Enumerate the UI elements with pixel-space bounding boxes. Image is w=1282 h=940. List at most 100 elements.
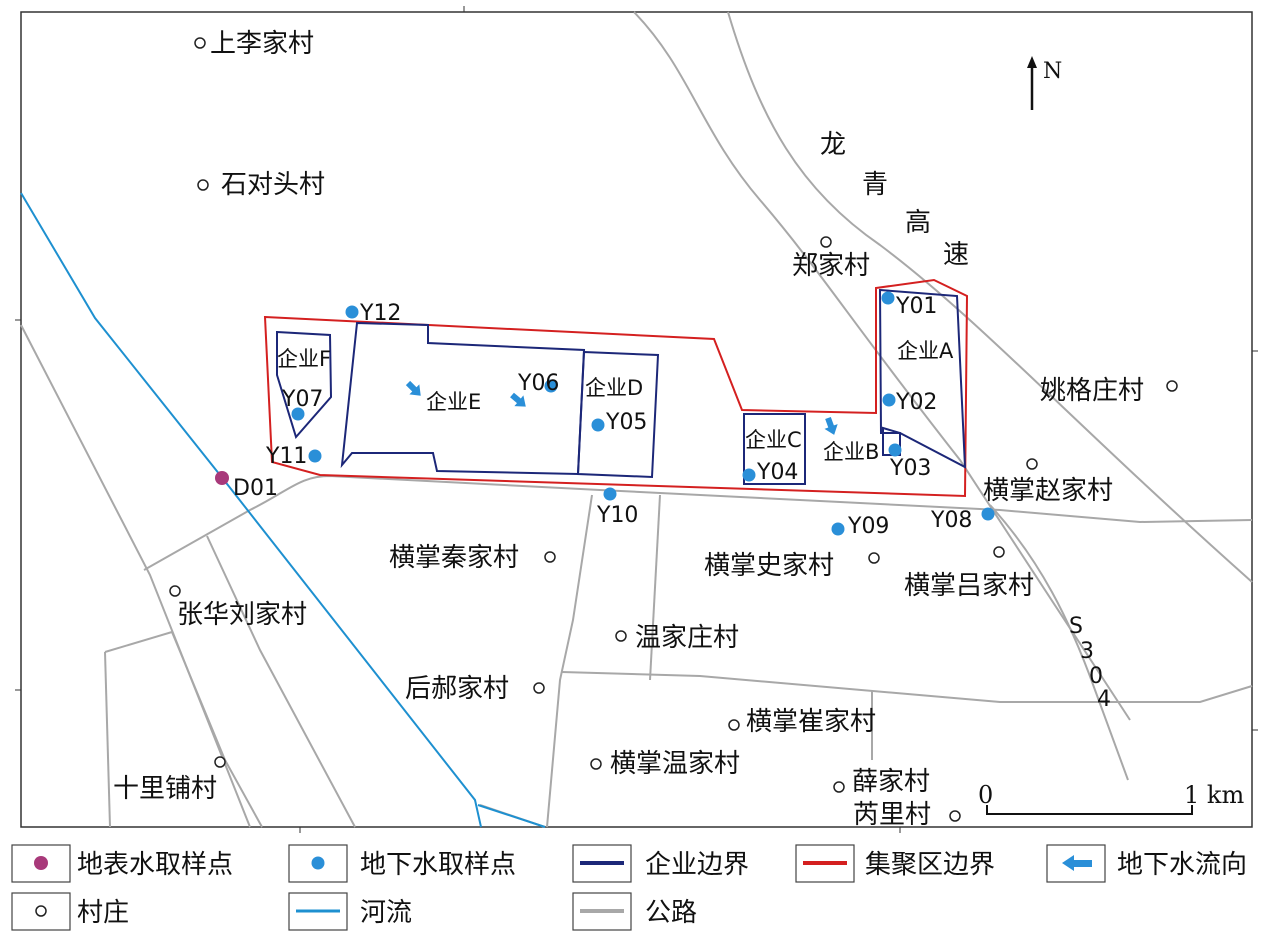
sample-label: Y01: [895, 294, 937, 319]
village-label: 十里铺村: [113, 774, 217, 804]
enterprise-d-label: 企业D: [585, 376, 643, 400]
village-label: 横掌吕家村: [904, 571, 1034, 601]
village-marker-icon: [1026, 458, 1038, 470]
legend-label-enterprise-boundary: 企业边界: [645, 850, 749, 880]
sample-label: D01: [233, 476, 278, 501]
legend-label-flow-direction: 地下水流向: [1117, 850, 1247, 880]
road-central-1: [546, 494, 593, 828]
enterprise-c-boundary: [743, 413, 806, 485]
route-char: S: [1069, 614, 1083, 639]
flow-arrow-icon: [1062, 855, 1092, 871]
village-label: 横掌崔家村: [746, 707, 876, 737]
scale-end-label: 1 km: [1184, 781, 1244, 809]
groundwater-point-icon: [345, 305, 359, 319]
enterprise-f-boundary: [276, 330, 333, 440]
groundwater-point-icon: [882, 393, 896, 407]
north-label: N: [1043, 59, 1062, 84]
highway-char: 速: [943, 240, 969, 270]
enterprise-boundaries: [276, 288, 967, 485]
sample-y10: Y10: [596, 487, 638, 528]
village-13: 横掌温家村: [590, 749, 740, 779]
village-marker-icon: [820, 236, 832, 248]
village-marker-icon: [949, 810, 961, 822]
road-s304: [989, 504, 1129, 781]
highway-char: 青: [862, 170, 888, 200]
village-marker-icon: [1166, 380, 1178, 392]
road-central-2: [649, 494, 661, 681]
groundwater-point-icon: [291, 407, 305, 421]
village-marker-icon: [993, 546, 1005, 558]
village-9: 张华刘家村: [169, 585, 307, 630]
village-label: 姚格庄村: [1040, 376, 1144, 406]
sample-label: Y09: [847, 514, 889, 539]
enterprise-a-boundary: [878, 288, 967, 469]
groundwater-point-icon: [591, 418, 605, 432]
sample-label: Y06: [517, 371, 559, 396]
enterprise-b-boundary: [882, 426, 901, 456]
groundwater-point-icon: [311, 856, 325, 870]
sample-y12: Y12: [345, 301, 401, 326]
enterprise-e-boundary: [340, 321, 586, 476]
legend: 地表水取样点 地下水取样点 企业边界 集聚区边界 地下水流向 村庄 河流 公路: [11, 844, 1247, 931]
roads: [20, 11, 1253, 828]
village-label: 横掌秦家村: [389, 543, 519, 573]
groundwater-point-icon: [603, 487, 617, 501]
sample-y06: Y06: [517, 371, 559, 396]
village-marker-icon: [533, 682, 545, 694]
village-label: 横掌史家村: [704, 551, 834, 581]
highway-label: 龙 青 高 速: [820, 130, 969, 270]
map-frame: [20, 11, 1253, 828]
sample-label: Y03: [889, 456, 931, 481]
highway-char: 龙: [820, 130, 846, 160]
village-label: 温家庄村: [635, 623, 739, 653]
legend-label-river: 河流: [360, 898, 412, 928]
route-label: S 3 0 4: [1069, 614, 1111, 712]
village-marker-icon: [868, 552, 880, 564]
village-5: 横掌赵家村: [983, 458, 1113, 506]
enterprise-a-label: 企业A: [897, 339, 954, 363]
village-label: 郑家村: [792, 251, 870, 281]
legend-label-cluster-boundary: 集聚区边界: [865, 850, 995, 880]
cluster-boundary: [263, 278, 969, 498]
village-14: 十里铺村: [113, 756, 226, 804]
village-label: 后郝家村: [405, 674, 509, 704]
sample-y09: Y09: [831, 514, 889, 539]
village-label: 横掌赵家村: [983, 476, 1113, 506]
village-label: 芮里村: [853, 800, 931, 830]
village-6: 横掌秦家村: [389, 543, 556, 573]
village-7: 横掌史家村: [704, 551, 880, 581]
village-8: 横掌吕家村: [904, 546, 1034, 601]
village-marker-icon: [214, 756, 226, 768]
highway-char: 高: [905, 208, 931, 238]
village-marker-icon: [35, 905, 47, 917]
village-marker-icon: [197, 179, 209, 191]
road-west-4: [104, 651, 111, 828]
sample-y03: Y03: [888, 443, 931, 481]
village-marker-icon: [728, 719, 740, 731]
groundwater-point-icon: [544, 379, 558, 393]
groundwater-point-icon: [888, 443, 902, 457]
sample-y04: Y04: [742, 460, 798, 485]
village-label: 张华刘家村: [177, 600, 307, 630]
road-central-3: [561, 671, 1253, 703]
sample-label: Y10: [596, 503, 638, 528]
surface-sample-d01: D01: [215, 471, 278, 501]
enterprise-labels: 企业A 企业B 企业C 企业D 企业E 企业F: [277, 339, 954, 464]
road-west-3: [104, 631, 173, 653]
village-10: 温家庄村: [615, 623, 739, 653]
village-marker-icon: [615, 630, 627, 642]
route-char: 3: [1080, 639, 1094, 664]
sample-label: Y02: [895, 390, 937, 415]
scale-bar: 0 1 km: [978, 781, 1244, 815]
village-marker-icon: [590, 758, 602, 770]
sample-y02: Y02: [882, 390, 937, 415]
sample-y11: Y11: [265, 444, 322, 469]
enterprise-e-label: 企业E: [426, 390, 481, 414]
groundwater-point-icon: [981, 507, 995, 521]
village-11: 后郝家村: [405, 674, 545, 704]
sample-y01: Y01: [881, 291, 937, 319]
road-west-1: [20, 324, 251, 828]
groundwater-point-icon: [308, 449, 322, 463]
village-label: 上李家村: [210, 29, 314, 59]
surface-point-icon: [215, 471, 229, 485]
